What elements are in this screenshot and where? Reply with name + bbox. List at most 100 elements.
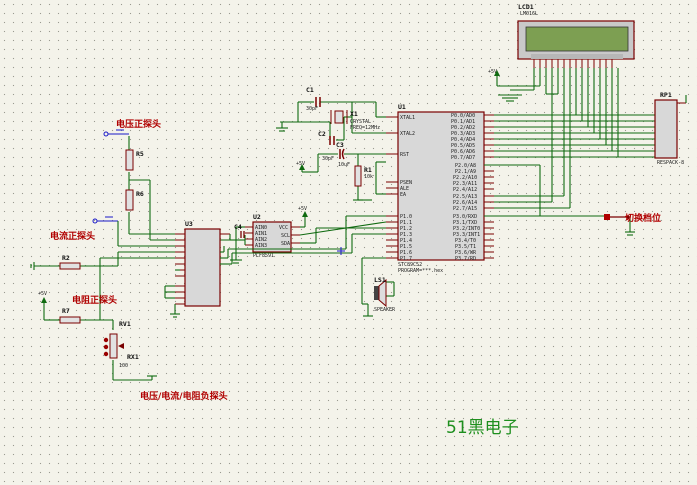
u1-pin-label: P1.0 xyxy=(400,214,412,220)
u1-pin-label: P0.2/AD2 xyxy=(451,125,475,131)
speaker-wires xyxy=(361,257,395,317)
vcc-arrow-rv xyxy=(41,297,47,303)
c3-ref: C3 xyxy=(336,141,344,149)
u2-pins xyxy=(245,226,300,246)
u1-pin-label: P2.1/A9 xyxy=(455,169,476,175)
u1-pin-label: P3.3/INT1 xyxy=(453,232,480,238)
r5-ref: R5 xyxy=(136,150,144,158)
u2-pin-label: AIN0 xyxy=(255,225,267,231)
u1-pin-label: P3.5/T1 xyxy=(455,244,476,250)
u1-pin-label: P3.0/RXD xyxy=(453,214,477,220)
u1-program: PROGRAM=***.hex xyxy=(398,268,443,274)
voltage-probe-terminal[interactable] xyxy=(103,129,129,137)
r2-ref: R2 xyxy=(62,254,70,262)
capacitor-c3[interactable] xyxy=(339,148,345,160)
capacitor-c4[interactable] xyxy=(240,231,245,238)
x1-model: CRYSTAL xyxy=(350,119,371,125)
r1-ref: R1 xyxy=(364,166,372,174)
cursor-crosshair xyxy=(337,247,345,255)
x1-freq: FREQ=12MHz xyxy=(350,125,380,131)
resistor-r5[interactable] xyxy=(125,149,134,171)
c2-value: 30pF xyxy=(322,156,334,162)
capacitor-c1[interactable] xyxy=(315,97,321,107)
r1-value: 10k xyxy=(364,174,373,180)
rp1-ref: RP1 xyxy=(660,91,672,99)
voltage-probe-wires xyxy=(128,136,175,241)
resistor-r1[interactable] xyxy=(354,165,362,187)
vcc-label-rv: +5V xyxy=(38,291,47,297)
u1-pin-label: P0.7/AD7 xyxy=(451,155,475,161)
c1-ref: C1 xyxy=(306,86,314,94)
vcc-arrow-u2 xyxy=(302,211,308,217)
resistor-r7[interactable] xyxy=(59,316,81,324)
u1-pin-label: P0.6/AD6 xyxy=(451,149,475,155)
u1-pin-label: P2.0/A8 xyxy=(455,163,476,169)
vcc-label-reset: +5V xyxy=(296,161,305,167)
u1-right-pin-labels: P0.0/AD0 P0.1/AD1 P0.2/AD2 P0.3/AD3 P0.4… xyxy=(451,113,480,262)
u2-model: PCF8591 xyxy=(253,253,274,259)
u1-pin-label: PSEN xyxy=(400,180,412,186)
u1-pin-label: P1.2 xyxy=(400,226,412,232)
u1-pin-label: P2.7/A15 xyxy=(453,206,477,212)
vcc-label-lcd: +5V xyxy=(488,69,497,75)
oscillator-wires xyxy=(276,101,386,141)
u1-pin-label: P1.5 xyxy=(400,244,412,250)
rp1-resistor-pack[interactable] xyxy=(654,95,687,159)
chip-u3[interactable] xyxy=(184,228,221,307)
brand-watermark: 51黑电子 xyxy=(446,418,519,438)
c1-value: 30pF xyxy=(306,106,318,112)
switch-wires xyxy=(484,164,635,236)
lcd-model: LM016L xyxy=(520,11,538,17)
adc-u2[interactable] xyxy=(252,221,292,253)
u3-ref: U3 xyxy=(185,220,193,228)
resistance-probe-wires xyxy=(43,257,175,381)
u1-model: STC89C52 xyxy=(398,262,422,268)
r7-ref: R7 xyxy=(62,307,70,315)
c2-ref: C2 xyxy=(318,130,326,138)
u1-pin-label: P0.5/AD5 xyxy=(451,143,475,149)
u1-pin-label: XTAL1 xyxy=(400,115,415,121)
u1-pin-label: P2.6/A14 xyxy=(453,200,477,206)
rp1-value: RESPACK-8 xyxy=(657,160,684,166)
u1-pin-label: P0.4/AD4 xyxy=(451,137,475,143)
current-probe-terminal[interactable] xyxy=(92,216,118,224)
resistor-r2[interactable] xyxy=(59,262,81,270)
mcu-u1[interactable] xyxy=(397,111,485,261)
u1-pin-label: P1.7 xyxy=(400,256,412,262)
potentiometer-rv1[interactable] xyxy=(109,333,124,359)
resistor-r6[interactable] xyxy=(125,189,134,211)
x1-ref: X1 xyxy=(350,110,358,118)
vcc-label-u2: +5V xyxy=(298,206,307,212)
lcd-display[interactable] xyxy=(517,20,635,60)
u1-pin-label: P3.2/INT0 xyxy=(453,226,480,232)
vcc-arrow-lcd xyxy=(494,70,500,76)
u1-left-pins xyxy=(386,116,398,259)
u1-pin-label: P3.7/RD xyxy=(455,256,476,262)
r6-ref: R6 xyxy=(136,190,144,198)
control-lines xyxy=(175,215,386,271)
capacitor-c2[interactable] xyxy=(329,136,335,145)
speaker-ls1[interactable] xyxy=(374,278,387,308)
crystal-x1[interactable] xyxy=(330,110,348,124)
probe-rx1[interactable] xyxy=(103,337,109,357)
lcd-ref: LCD1 xyxy=(518,3,534,11)
switch-button[interactable] xyxy=(604,214,630,220)
u2-wires xyxy=(216,214,387,264)
negative-probe-label: 电压/电流/电阻负探头 xyxy=(140,390,228,402)
u1-right-pins xyxy=(484,114,494,259)
u1-pin-label: P1.4 xyxy=(400,238,412,244)
u1-pin-label: XTAL2 xyxy=(400,131,415,137)
u1-pin-label: P3.1/TXD xyxy=(453,220,477,226)
u2-pin-label: AIN2 xyxy=(255,237,267,243)
ls1-ref: LS1 xyxy=(374,276,386,284)
u2-ref: U2 xyxy=(253,213,261,221)
u1-pin-label: P3.4/T0 xyxy=(455,238,476,244)
u2-pin-label: AIN1 xyxy=(255,231,267,237)
u1-pin-label: P0.0/AD0 xyxy=(451,113,475,119)
u1-pin-label: P1.6 xyxy=(400,250,412,256)
lcd-pins xyxy=(533,59,613,68)
u1-pin-label: P0.3/AD3 xyxy=(451,131,475,137)
u1-pin-label: ALE xyxy=(400,186,409,192)
u2-pin-label: SDA xyxy=(281,241,290,247)
